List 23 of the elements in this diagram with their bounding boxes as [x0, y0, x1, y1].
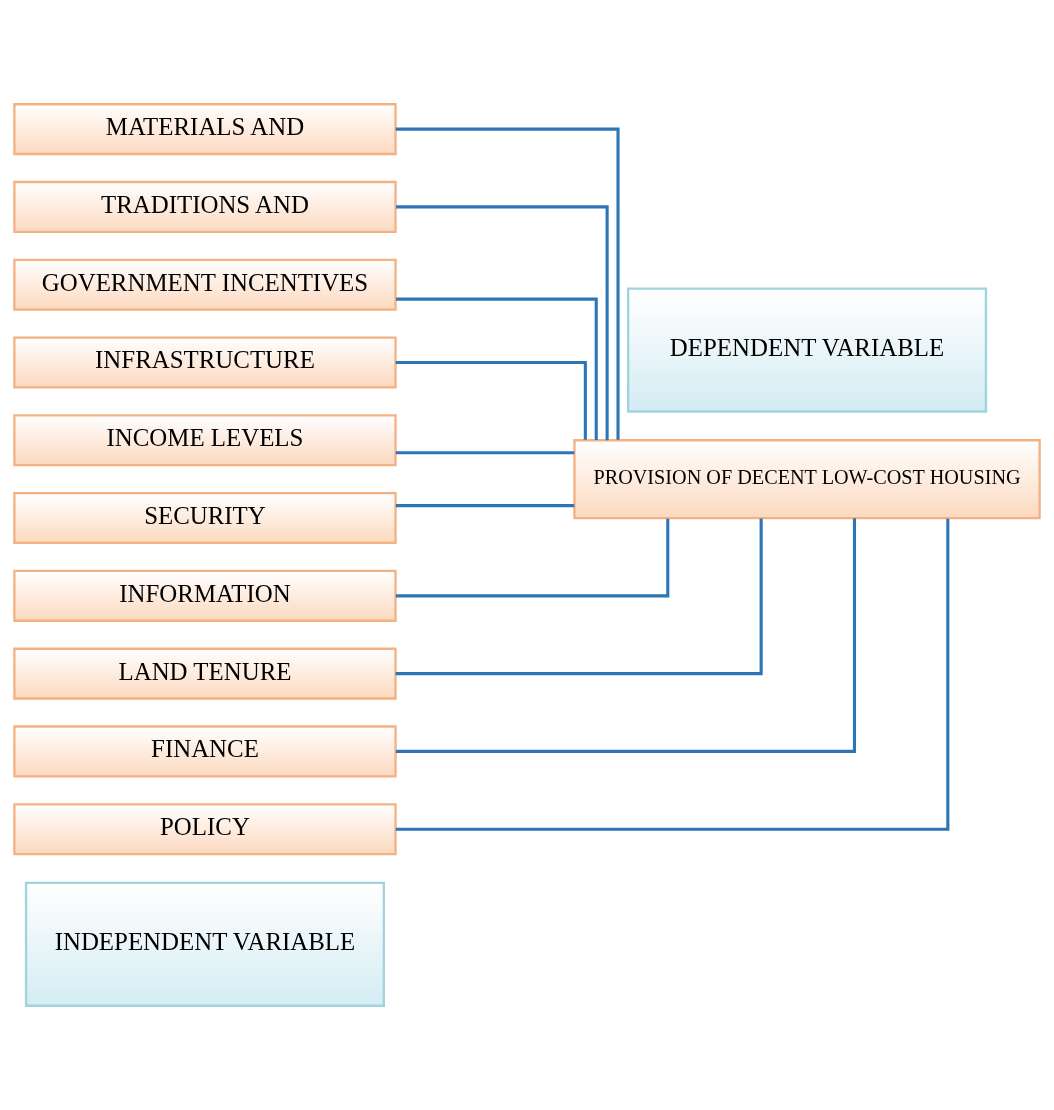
- node-box: INFRASTRUCTURE: [13, 336, 397, 389]
- connector: [396, 205, 609, 441]
- node-box: LAND TENURE: [13, 647, 397, 700]
- node-box: INCOME LEVELS: [13, 414, 397, 467]
- node-box: POLICY: [13, 803, 397, 856]
- node-box: TRADITIONS AND: [13, 180, 397, 233]
- node-box: FINANCE: [13, 725, 397, 778]
- connector: [395, 451, 575, 455]
- node-box: PROVISION OF DECENT LOW-COST HOUSING: [573, 439, 1041, 520]
- connector: [395, 518, 857, 753]
- connector: [395, 504, 575, 508]
- connector: [395, 127, 620, 440]
- node-box: GOVERNMENT INCENTIVES: [13, 258, 397, 311]
- node-box: INDEPENDENT VARIABLE: [24, 881, 386, 1007]
- connector: [395, 360, 587, 440]
- connector: [395, 518, 950, 831]
- connector: [395, 518, 670, 598]
- connector: [396, 297, 598, 441]
- node-box: MATERIALS AND: [13, 103, 397, 156]
- node-box: DEPENDENT VARIABLE: [626, 287, 988, 413]
- node-box: SECURITY: [13, 492, 397, 545]
- node-box: INFORMATION: [13, 569, 397, 622]
- connector: [395, 518, 763, 676]
